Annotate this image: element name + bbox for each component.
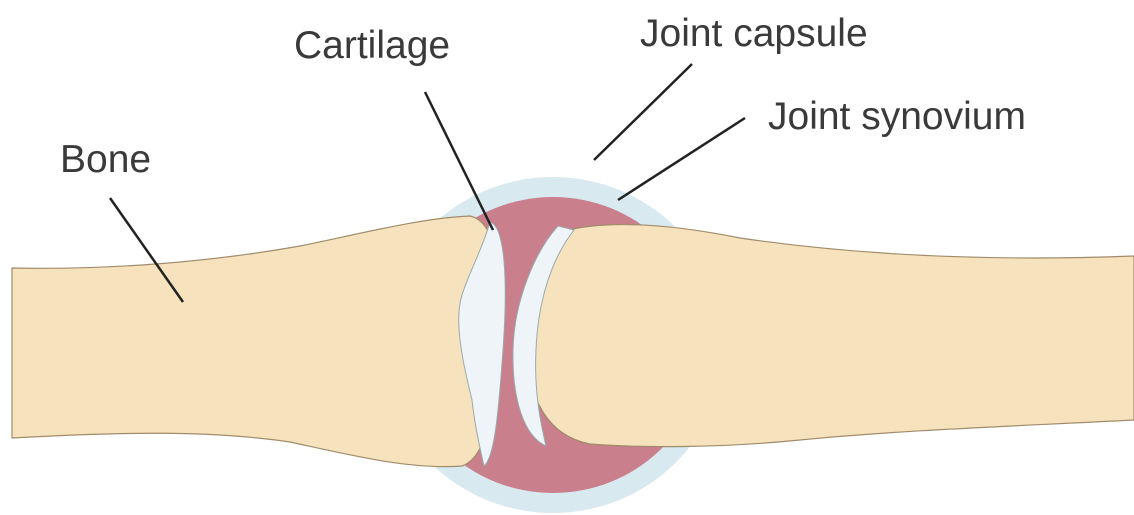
- joint-capsule-label: Joint capsule: [640, 14, 868, 53]
- joint-synovium-leader-line: [618, 118, 745, 200]
- cartilage-label: Cartilage: [294, 26, 450, 65]
- joint-capsule-leader-line: [594, 64, 692, 160]
- bone-label: Bone: [60, 140, 151, 179]
- joint-synovium-label: Joint synovium: [768, 97, 1026, 136]
- right-bone-shape: [526, 225, 1134, 447]
- left-bone-shape: [12, 216, 502, 467]
